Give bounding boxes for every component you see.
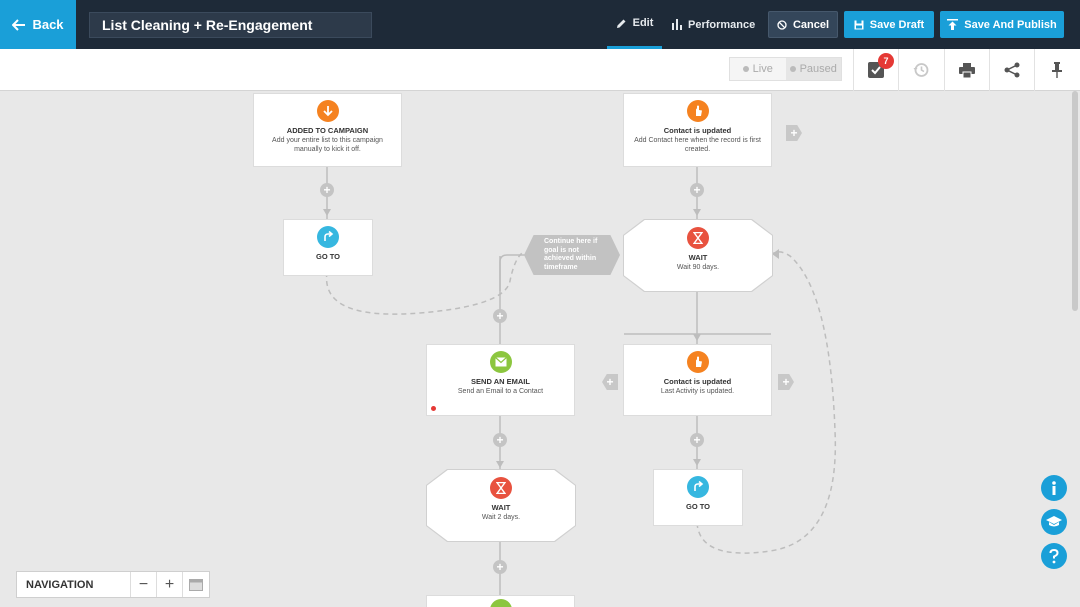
print-button[interactable] xyxy=(944,49,989,91)
status-live-option[interactable]: Live xyxy=(730,58,786,80)
status-toggle[interactable]: Live Paused xyxy=(729,57,842,81)
node-title: GO TO xyxy=(315,252,341,261)
ban-icon xyxy=(777,19,787,30)
floppy-disk-icon xyxy=(854,20,864,29)
node-title: ADDED TO CAMPAIGN xyxy=(286,126,369,135)
redirect-arrow-icon xyxy=(687,476,709,498)
navigation-label: NAVIGATION xyxy=(26,578,94,591)
node-partial[interactable] xyxy=(427,596,574,607)
tab-edit[interactable]: Edit xyxy=(607,0,662,49)
back-button[interactable]: Back xyxy=(0,0,76,49)
zoom-in-button[interactable]: + xyxy=(156,572,182,597)
tasks-count-badge: 7 xyxy=(878,53,894,69)
history-button[interactable] xyxy=(898,49,943,91)
bar-chart-icon xyxy=(672,19,682,30)
navigation-panel: NAVIGATION − + xyxy=(16,571,210,598)
minimap-icon xyxy=(188,578,203,591)
dot-icon xyxy=(742,66,749,72)
node-title: SEND AN EMAIL xyxy=(471,377,530,386)
share-icon xyxy=(1004,62,1020,78)
add-step-button[interactable]: + xyxy=(493,309,507,323)
node-description: Send an Email to a Contact xyxy=(457,388,544,395)
pencil-icon xyxy=(616,19,626,28)
status-paused-label: Paused xyxy=(799,63,837,75)
node-description: Wait 90 days. xyxy=(676,264,720,271)
save-draft-button[interactable]: Save Draft xyxy=(844,11,934,38)
add-step-button[interactable]: + xyxy=(690,433,704,447)
cancel-button[interactable]: Cancel xyxy=(768,11,838,38)
node-description: Last Activity is updated. xyxy=(660,388,735,395)
cancel-label: Cancel xyxy=(792,18,830,31)
history-icon xyxy=(913,63,929,77)
graduation-cap-icon xyxy=(1046,516,1062,527)
help-button[interactable] xyxy=(1041,543,1067,569)
pin-button[interactable] xyxy=(1034,49,1079,91)
add-step-button[interactable]: + xyxy=(493,560,507,574)
canvas-scrollbar[interactable] xyxy=(1072,91,1078,311)
info-button[interactable] xyxy=(1041,475,1067,501)
question-icon xyxy=(1049,548,1059,563)
back-label: Back xyxy=(32,17,64,32)
node-description: Wait 2 days. xyxy=(481,514,521,521)
tab-performance[interactable]: Performance xyxy=(672,0,758,49)
campaign-canvas[interactable]: ADDED TO CAMPAIGN Add your entire list t… xyxy=(0,91,1070,607)
status-live-label: Live xyxy=(752,63,773,75)
node-title: Contact is updated xyxy=(663,126,732,135)
status-paused-option[interactable]: Paused xyxy=(785,58,841,80)
secondary-toolbar: Live Paused xyxy=(0,49,1080,91)
tab-edit-label: Edit xyxy=(632,17,654,29)
info-icon xyxy=(1052,481,1056,495)
learn-button[interactable] xyxy=(1041,509,1067,535)
download-arrow-icon xyxy=(316,100,339,122)
add-branch-button[interactable]: + xyxy=(786,125,802,141)
node-description: Add Contact here when the record is firs… xyxy=(634,137,761,153)
add-step-button[interactable]: + xyxy=(690,183,704,197)
node-added-to-campaign[interactable]: ADDED TO CAMPAIGN Add your entire list t… xyxy=(254,94,401,166)
save-publish-button[interactable]: Save And Publish xyxy=(940,11,1064,38)
save-draft-label: Save Draft xyxy=(869,18,925,31)
hourglass-icon xyxy=(687,227,709,249)
pin-icon xyxy=(1052,62,1062,78)
envelope-icon xyxy=(489,599,512,607)
zoom-out-button[interactable]: − xyxy=(130,572,156,597)
node-wait[interactable]: WAIT Wait 90 days. xyxy=(624,220,772,291)
goal-not-achieved-banner: Continue here if goal is not achieved wi… xyxy=(524,235,620,275)
share-button[interactable] xyxy=(989,49,1034,91)
campaign-title-input[interactable]: List Cleaning + Re-Engagement xyxy=(89,12,372,38)
node-go-to[interactable]: GO TO xyxy=(654,470,742,525)
save-publish-label: Save And Publish xyxy=(964,18,1057,31)
node-title: Contact is updated xyxy=(663,377,732,386)
node-contact-updated[interactable]: Contact is updated Last Activity is upda… xyxy=(624,345,771,415)
add-step-button[interactable]: + xyxy=(493,433,507,447)
add-branch-button[interactable]: + xyxy=(602,374,618,390)
envelope-icon xyxy=(489,351,512,373)
add-branch-button[interactable]: + xyxy=(778,374,794,390)
top-bar: Back List Cleaning + Re-Engagement Edit … xyxy=(0,0,1080,49)
dot-icon xyxy=(789,66,796,72)
node-title: GO TO xyxy=(685,502,711,511)
hourglass-icon xyxy=(490,477,512,499)
error-dot xyxy=(431,406,436,411)
node-title: WAIT xyxy=(491,503,511,512)
node-wait[interactable]: WAIT Wait 2 days. xyxy=(427,470,575,541)
node-send-email[interactable]: SEND AN EMAIL Send an Email to a Contact xyxy=(427,345,574,415)
hand-pointer-icon xyxy=(686,100,709,122)
printer-icon xyxy=(959,62,975,78)
node-title: WAIT xyxy=(688,253,708,262)
upload-icon xyxy=(947,19,959,30)
minimap-button[interactable] xyxy=(182,572,208,597)
redirect-arrow-icon xyxy=(317,226,339,248)
hand-pointer-icon xyxy=(686,351,709,373)
node-contact-updated[interactable]: Contact is updated Add Contact here when… xyxy=(624,94,771,166)
node-go-to[interactable]: GO TO xyxy=(284,220,372,275)
arrow-left-icon xyxy=(12,18,26,31)
node-description: Add your entire list to this campaign ma… xyxy=(272,137,383,153)
tab-performance-label: Performance xyxy=(688,18,756,31)
add-step-button[interactable]: + xyxy=(320,183,334,197)
